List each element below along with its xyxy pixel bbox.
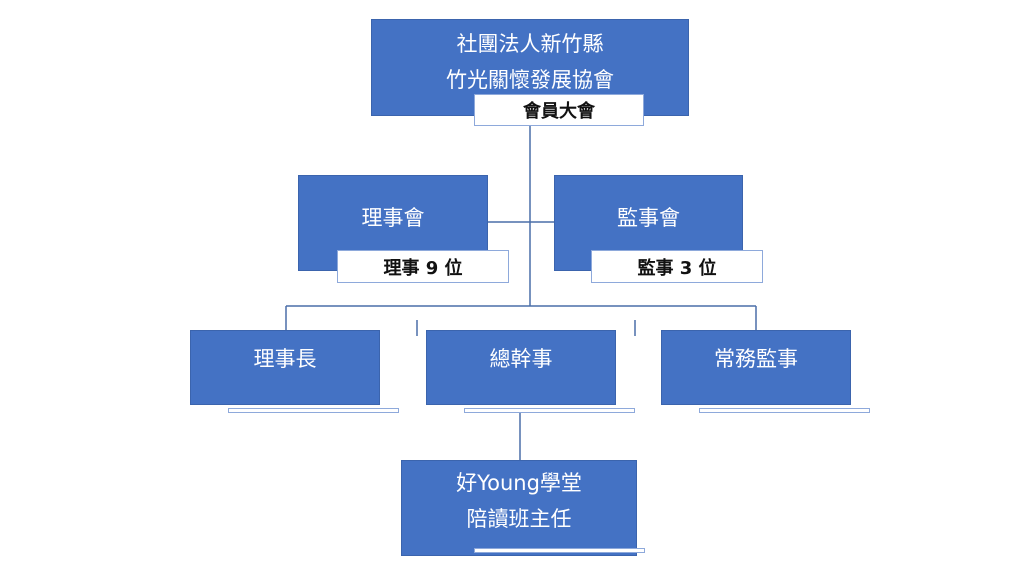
- secretary-sub-bar: [464, 408, 635, 413]
- board-sub-label: 理事 9 位: [337, 250, 509, 283]
- tutor-title-line2: 陪讀班主任: [466, 507, 572, 531]
- standing-supervisor-sub-bar: [699, 408, 870, 413]
- tutor-title-line1: 好Young學堂: [456, 471, 582, 495]
- chairman-title: 理事長: [253, 347, 317, 371]
- assembly-sub-label: 會員大會: [474, 94, 644, 126]
- supervisors-sub-label: 監事 3 位: [591, 250, 763, 283]
- tutor-sub-bar: [474, 548, 645, 553]
- assembly-title-line1: 社團法人新竹縣: [456, 32, 604, 56]
- chairman-sub-bar: [228, 408, 399, 413]
- secretary-title: 總幹事: [489, 347, 553, 371]
- standing-supervisor-title: 常務監事: [714, 347, 798, 371]
- supervisors-title: 監事會: [617, 206, 680, 230]
- chairman-box: 理事長: [190, 330, 380, 405]
- secretary-box: 總幹事: [426, 330, 616, 405]
- standing-supervisor-box: 常務監事: [661, 330, 851, 405]
- board-title: 理事會: [361, 206, 425, 230]
- tutor-box: 好Young學堂 陪讀班主任: [401, 460, 637, 556]
- assembly-title-line2: 竹光關懷發展協會: [446, 68, 614, 92]
